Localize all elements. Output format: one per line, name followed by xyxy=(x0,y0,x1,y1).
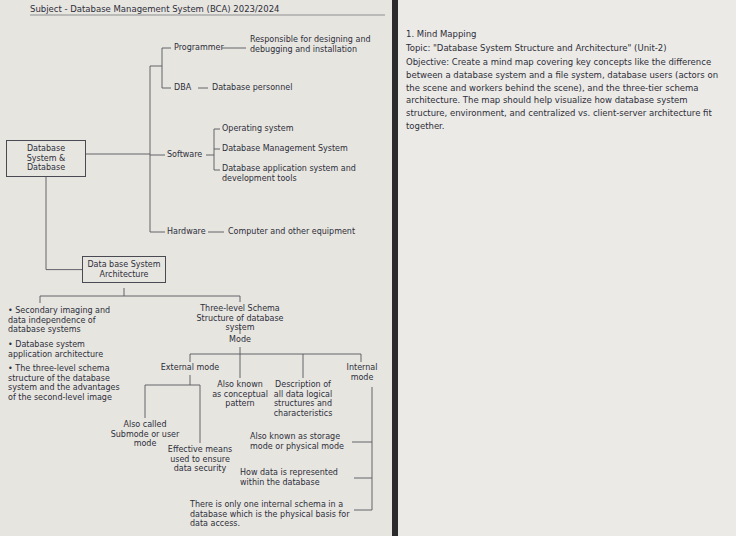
note-text: Operating system xyxy=(222,124,382,134)
note-text: Also known as conceptual pattern xyxy=(212,380,268,409)
note-text: Also known as conceptual pattern xyxy=(212,380,268,408)
note-text: Software xyxy=(167,150,202,159)
branch-connector xyxy=(46,177,82,270)
note-text: Database personnel xyxy=(212,83,332,93)
note-text: Also known as storage mode or physical m… xyxy=(250,432,344,451)
note-text: 1. Mind Mapping xyxy=(406,29,476,39)
paper-page xyxy=(398,0,736,536)
note-text: External mode xyxy=(161,363,219,372)
note-text: Hardware xyxy=(167,227,207,237)
note-text: Computer and other equipment xyxy=(228,227,378,237)
topic-box: Data base System Architecture xyxy=(82,256,166,283)
note-text: Database personnel xyxy=(212,83,292,92)
note-text: Software xyxy=(167,150,207,160)
note-text: Topic: "Database System Structure and Ar… xyxy=(406,42,726,55)
page-title: Subject - Database Management System (BC… xyxy=(30,4,385,14)
note-text: Description of all data logical structur… xyxy=(274,380,333,418)
note-text: Also called Submode or user mode xyxy=(111,420,180,448)
note-text: Three-level Schema Structure of database… xyxy=(196,304,283,332)
note-text: Mode xyxy=(220,335,260,345)
note-text: There is only one internal schema in a d… xyxy=(190,500,350,528)
note-text: Internal mode xyxy=(347,363,378,382)
note-text: Three-level Schema Structure of database… xyxy=(182,304,298,333)
note-text: Objective: Create a mind map covering ke… xyxy=(406,57,718,131)
note-text: Effective means used to ensure data secu… xyxy=(165,445,235,474)
note-text: DBA xyxy=(174,83,191,92)
note-text: Programmer xyxy=(174,43,224,52)
box-text: Database System & Database xyxy=(11,144,81,173)
topic-box: Database System & Database xyxy=(6,140,86,177)
note-text: Also called Submode or user mode xyxy=(110,420,180,449)
note-text: Also known as storage mode or physical m… xyxy=(250,432,348,451)
note-text: Database application system and developm… xyxy=(222,164,382,183)
note-text: There is only one internal schema in a d… xyxy=(190,500,350,529)
note-text: DBA xyxy=(174,83,196,93)
note-text: Database Management System xyxy=(222,144,348,153)
note-text: Hardware xyxy=(167,227,206,236)
note-text: Internal mode xyxy=(336,363,388,382)
note-text: Database Management System xyxy=(222,144,382,154)
note-text: Effective means used to ensure data secu… xyxy=(168,445,232,473)
note-text: • Database system application architectu… xyxy=(8,340,103,359)
note-text: • The three-level schema structure of th… xyxy=(8,364,120,402)
box-text: Data base System Architecture xyxy=(87,260,161,279)
note-text: Objective: Create a mind map covering ke… xyxy=(406,56,728,133)
note-text: Database application system and developm… xyxy=(222,164,356,183)
note-text: Computer and other equipment xyxy=(228,227,355,236)
note-text: How data is represented within the datab… xyxy=(240,468,350,487)
note-text: • Secondary imaging and data independenc… xyxy=(8,306,110,334)
note-text: Description of all data logical structur… xyxy=(272,380,334,418)
title-text: Subject - Database Management System (BC… xyxy=(30,4,280,14)
note-text: Programmer xyxy=(174,43,226,53)
branch-lines xyxy=(30,15,385,510)
note-text: 1. Mind Mapping xyxy=(406,28,706,41)
note-text: • Secondary imaging and data independenc… xyxy=(8,306,128,335)
note-text: Operating system xyxy=(222,124,293,133)
note-text: External mode xyxy=(160,363,220,373)
note-text: Responsible for designing and debugging … xyxy=(250,35,386,54)
note-text: Topic: "Database System Structure and Ar… xyxy=(406,43,667,53)
note-text: • The three-level schema structure of th… xyxy=(8,364,128,402)
note-text: Responsible for designing and debugging … xyxy=(250,35,371,54)
note-text: Mode xyxy=(229,335,251,344)
note-text: • Database system application architectu… xyxy=(8,340,128,359)
note-text: How data is represented within the datab… xyxy=(240,468,338,487)
